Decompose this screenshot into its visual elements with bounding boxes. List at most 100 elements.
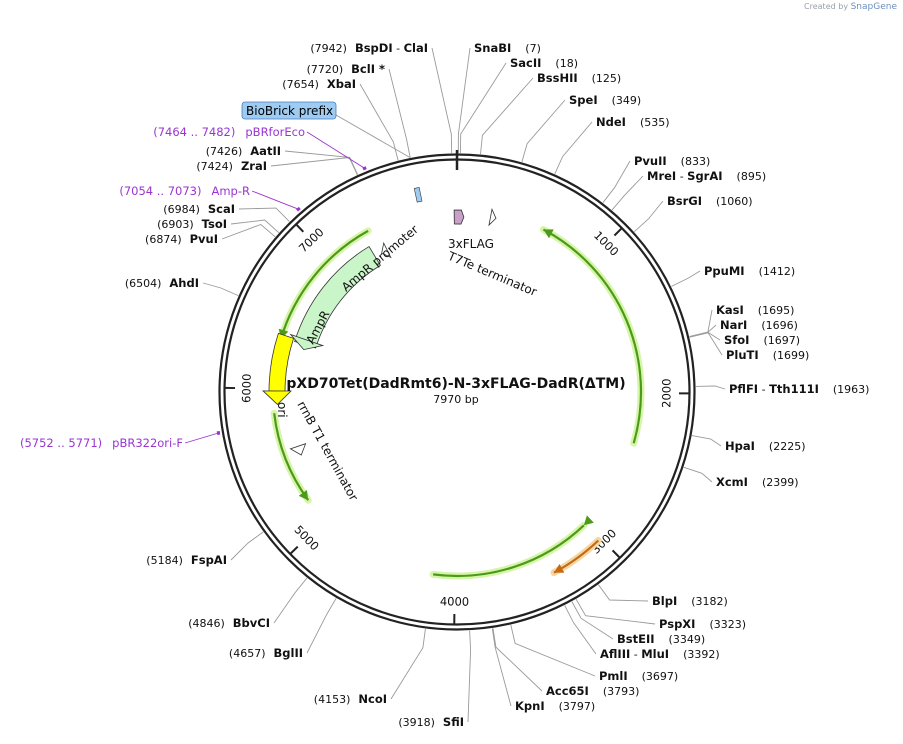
enzyme-name: BbvCI xyxy=(233,616,270,630)
enzyme-site-nari[interactable]: NarI(1696) xyxy=(720,318,798,332)
ampr-promoter-arrow xyxy=(381,241,392,259)
enzyme-position: (6504) xyxy=(125,277,162,290)
primer-ampr[interactable]: (7054 .. 7073)Amp-R xyxy=(119,184,250,198)
enzyme-site-ahdi[interactable]: (6504)AhdI xyxy=(125,276,199,290)
svg-text:(6874)PvuI: (6874)PvuI xyxy=(145,232,218,246)
svg-text:(7464 .. 7482)pBRforEco: (7464 .. 7482)pBRforEco xyxy=(153,125,305,139)
enzyme-site-afliii[interactable]: AflIII - MluI(3392) xyxy=(600,647,720,661)
leader-line xyxy=(695,385,726,390)
enzyme-site-xbai[interactable]: (7654)XbaI xyxy=(282,77,356,91)
enzyme-site-pflfi[interactable]: PflFI - Tth111I(1963) xyxy=(729,382,869,396)
enzyme-site-pvui[interactable]: (6874)PvuI xyxy=(145,232,218,246)
svg-text:PflFI - Tth111I(1963): PflFI - Tth111I(1963) xyxy=(729,382,869,396)
enzyme-site-xcmi[interactable]: XcmI(2399) xyxy=(716,475,799,489)
enzyme-site-bsrgi[interactable]: BsrGI(1060) xyxy=(667,194,753,208)
ampr-promoter-label: AmpR promoter xyxy=(339,222,421,294)
enzyme-position: (3323) xyxy=(709,618,746,631)
enzyme-site-hpai[interactable]: HpaI(2225) xyxy=(725,439,805,453)
enzyme-site-sfii[interactable]: (3918)SfiI xyxy=(398,715,464,729)
enzyme-site-bbvci[interactable]: (4846)BbvCI xyxy=(188,616,270,630)
enzyme-site-snabi[interactable]: SnaBI(7) xyxy=(474,41,541,55)
biobrick-leader xyxy=(335,114,411,159)
enzyme-name: SgrAI xyxy=(687,169,722,183)
enzyme-site-blpi[interactable]: BlpI(3182) xyxy=(652,594,728,608)
svg-text:PmlI(3697): PmlI(3697) xyxy=(599,669,678,683)
svg-text:PpuMI(1412): PpuMI(1412) xyxy=(704,264,795,278)
backbone xyxy=(218,150,696,631)
enzyme-name: NcoI xyxy=(358,692,387,706)
enzyme-position: (18) xyxy=(555,57,578,70)
credit-brand: SnapGene xyxy=(850,2,897,12)
orf-arc-bottom-head xyxy=(583,515,594,526)
enzyme-site-spei[interactable]: SpeI(349) xyxy=(569,93,641,107)
orf-arc-bottom xyxy=(432,524,585,578)
svg-text:MreI - SgrAI(895): MreI - SgrAI(895) xyxy=(647,169,766,183)
enzyme-name: MluI xyxy=(641,647,669,661)
enzyme-site-bspdi[interactable]: (7942)BspDI - ClaI xyxy=(310,41,428,55)
svg-text:(7424)ZraI: (7424)ZraI xyxy=(196,159,267,173)
orange-arc-head xyxy=(554,564,565,573)
svg-text:NarI(1696): NarI(1696) xyxy=(720,318,798,332)
enzyme-site-bglii[interactable]: (4657)BglII xyxy=(229,646,303,660)
enzyme-position: (5184) xyxy=(146,554,183,567)
leader-line xyxy=(510,624,596,677)
primer-mark xyxy=(296,206,301,212)
enzyme-site-kpni[interactable]: KpnI(3797) xyxy=(515,699,595,713)
enzyme-site-acc65i[interactable]: Acc65I(3793) xyxy=(546,684,639,698)
enzyme-position: (3918) xyxy=(398,716,435,729)
enzyme-site-kasi[interactable]: KasI(1695) xyxy=(716,303,794,317)
enzyme-name: Tth111I xyxy=(769,382,819,396)
enzyme-site-tsoi[interactable]: (6903)TsoI xyxy=(157,217,227,231)
primer-pbr322orif[interactable]: (5752 .. 5771)pBR322ori-F xyxy=(20,436,183,450)
enzyme-position: (4657) xyxy=(229,647,266,660)
enzyme-site-sacii[interactable]: SacII(18) xyxy=(510,56,578,70)
enzyme-position: (3182) xyxy=(691,595,728,608)
enzyme-site-sfoi[interactable]: SfoI(1697) xyxy=(724,333,800,347)
enzyme-labels[interactable]: SnaBI(7)SacII(18)BssHII(125) SpeI(349) Nde… xyxy=(20,41,869,729)
biobrick-prefix-tag[interactable]: BioBrick prefix xyxy=(241,101,337,120)
enzyme-site-ppumi[interactable]: PpuMI(1412) xyxy=(704,264,795,278)
enzyme-site-scai[interactable]: (6984)ScaI xyxy=(163,202,235,216)
primer-name: pBRforEco xyxy=(245,125,305,139)
enzyme-site-aatii[interactable]: (7426)AatII xyxy=(206,144,281,158)
enzyme-position: (7654) xyxy=(282,78,319,91)
primer-range: (7054 .. 7073) xyxy=(119,184,201,198)
enzyme-position: (7720) xyxy=(307,63,344,76)
enzyme-site-ndei[interactable]: NdeI(535) xyxy=(596,115,670,129)
leader-line xyxy=(491,628,512,707)
enzyme-position: (7426) xyxy=(206,145,243,158)
enzyme-site-mrei[interactable]: MreI - SgrAI(895) xyxy=(647,169,766,183)
plasmid-name: pXD70Tet(DadRmt6)-N-3xFLAG-DadR(ΔTM) xyxy=(286,376,625,392)
leader-line xyxy=(221,223,276,240)
enzyme-site-ncoi[interactable]: (4153)NcoI xyxy=(314,692,387,706)
enzyme-site-bsteii[interactable]: BstEII(3349) xyxy=(617,632,705,646)
enzyme-site-bsshii[interactable]: BssHII(125) xyxy=(537,71,621,85)
enzyme-site-pspxi[interactable]: PspXI(3323) xyxy=(659,617,746,631)
enzyme-name: BssHII xyxy=(537,71,578,85)
enzyme-position: (7942) xyxy=(310,42,347,55)
enzyme-site-pluti[interactable]: PluTI(1699) xyxy=(726,348,809,362)
flag-label: 3xFLAG xyxy=(448,237,494,251)
snapgene-credit: Created by SnapGene xyxy=(804,2,897,12)
biobrick-site-marker xyxy=(413,187,423,203)
tick-label: 2000 xyxy=(659,379,673,408)
leader-line xyxy=(457,47,471,154)
enzyme-name: FspAI xyxy=(191,553,227,567)
leader-line xyxy=(238,207,290,222)
svg-text:Acc65I(3793): Acc65I(3793) xyxy=(546,684,639,698)
enzyme-position: (1699) xyxy=(773,349,810,362)
enzyme-site-zrai[interactable]: (7424)ZraI xyxy=(196,159,267,173)
enzyme-name: ClaI xyxy=(404,41,428,55)
ori-label: ori xyxy=(275,402,289,418)
enzyme-site-pmli[interactable]: PmlI(3697) xyxy=(599,669,678,683)
svg-text:BlpI(3182): BlpI(3182) xyxy=(652,594,728,608)
enzyme-position: (3697) xyxy=(642,670,679,683)
primer-leader xyxy=(251,190,299,210)
leader-line xyxy=(554,121,593,175)
leader-line xyxy=(202,282,239,297)
enzyme-name: SfoI xyxy=(724,333,749,347)
enzyme-site-fspai[interactable]: (5184) FspAI xyxy=(146,553,227,567)
primer-pbrforeco[interactable]: (7464 .. 7482)pBRforEco xyxy=(153,125,305,139)
enzyme-site-pvuii[interactable]: PvuII(833) xyxy=(634,154,710,168)
enzyme-site-bcli[interactable]: (7720)BclI * xyxy=(307,62,385,76)
